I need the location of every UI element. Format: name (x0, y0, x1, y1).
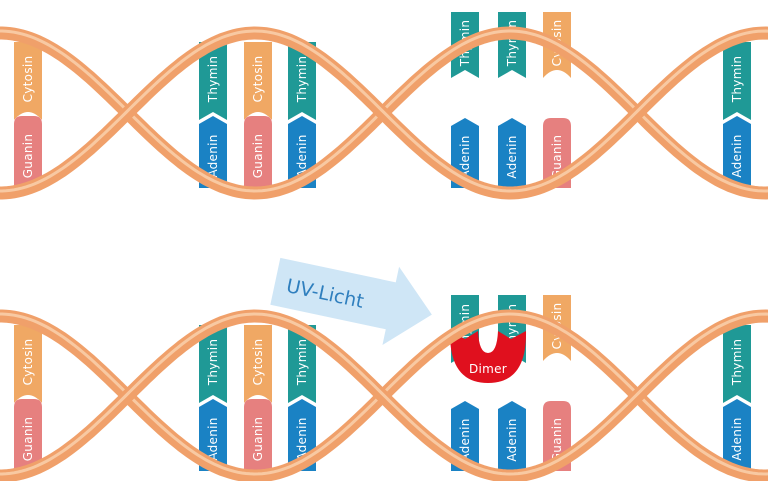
base-shape (723, 325, 751, 403)
base-label: Adenin (505, 135, 519, 178)
base-label: Adenin (730, 417, 744, 460)
base-guanin: Guanin (14, 399, 42, 471)
base-label: Adenin (730, 134, 744, 177)
base-thymin: Thymin (199, 42, 227, 120)
arrow-shape (270, 257, 432, 345)
base-adenin: Adenin (199, 116, 227, 188)
base-shape (14, 116, 42, 188)
base-thymin: Thymin (199, 325, 227, 403)
base-label: Adenin (295, 417, 309, 460)
base-label: Adenin (458, 135, 472, 178)
uv-light-arrow: UV-Licht (270, 257, 432, 345)
base-label: Thymin (730, 339, 744, 386)
base-thymin: Thymin (288, 42, 316, 120)
base-thymin: Thymin (498, 12, 526, 78)
thymine-dimer: Dimer (449, 331, 527, 383)
base-label: Cytosin (251, 56, 265, 103)
base-shape (723, 399, 751, 471)
strand-highlight (0, 312, 768, 476)
base-cytosin: Cytosin (14, 325, 42, 403)
dna-strand (0, 309, 768, 481)
base-cytosin: Cytosin (14, 42, 42, 120)
base-thymin: Thymin (723, 325, 751, 403)
base-label: Guanin (251, 417, 265, 462)
base-shape (14, 42, 42, 120)
base-shape (244, 399, 272, 471)
base-label: Guanin (251, 134, 265, 179)
base-shape (288, 325, 316, 403)
base-adenin: Adenin (199, 399, 227, 471)
base-shape (14, 399, 42, 471)
base-shape (723, 42, 751, 120)
dna-strand (0, 26, 768, 200)
base-adenin: Adenin (723, 399, 751, 471)
base-shape (723, 116, 751, 188)
base-label: Guanin (550, 418, 564, 463)
base-shape (199, 399, 227, 471)
base-cytosin: Cytosin (244, 325, 272, 403)
base-shape (199, 325, 227, 403)
base-label: Adenin (458, 418, 472, 461)
base-label: Guanin (550, 135, 564, 180)
base-label: Cytosin (251, 339, 265, 386)
base-label: Thymin (206, 56, 220, 103)
base-label: Thymin (206, 339, 220, 386)
base-label: Cytosin (21, 56, 35, 103)
base-guanin: Guanin (244, 399, 272, 471)
base-thymin: Thymin (288, 325, 316, 403)
base-shape (244, 325, 272, 403)
base-shape (14, 325, 42, 403)
base-shape (244, 116, 272, 188)
base-label: Adenin (206, 134, 220, 177)
base-label: Thymin (295, 56, 309, 103)
base-adenin: Adenin (723, 116, 751, 188)
base-shape (498, 401, 526, 471)
base-thymin: Thymin (723, 42, 751, 120)
base-shape (498, 118, 526, 188)
base-guanin: Guanin (244, 116, 272, 188)
base-shape (199, 116, 227, 188)
base-adenin: Adenin (498, 401, 526, 471)
base-label: Adenin (505, 418, 519, 461)
base-cytosin: Cytosin (244, 42, 272, 120)
base-label: Adenin (206, 417, 220, 460)
base-label: Cytosin (21, 339, 35, 386)
base-guanin: Guanin (14, 116, 42, 188)
base-shape (288, 42, 316, 120)
strand-highlight (0, 29, 768, 193)
base-label: Thymin (730, 56, 744, 103)
dimer-label: Dimer (469, 362, 507, 376)
base-adenin: Adenin (498, 118, 526, 188)
base-label: Guanin (21, 134, 35, 179)
base-label: Adenin (295, 134, 309, 177)
base-label: Thymin (295, 339, 309, 386)
base-shape (244, 42, 272, 120)
base-shape (199, 42, 227, 120)
dimer-shape (449, 331, 527, 383)
base-label: Guanin (21, 417, 35, 462)
